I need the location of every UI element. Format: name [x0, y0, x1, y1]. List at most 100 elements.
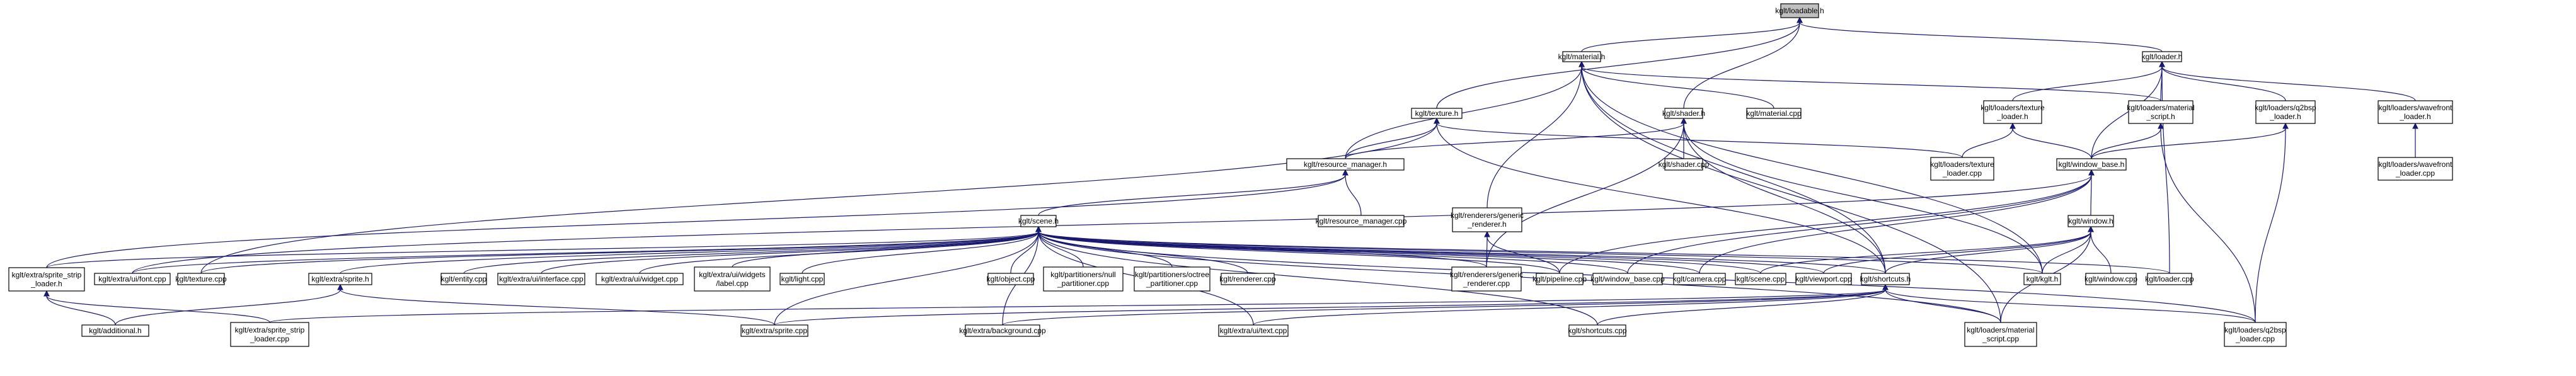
node-generic-renderer-h[interactable]: kglt/renderers/generic_renderer.h: [1451, 207, 1524, 232]
edge-resource_manager_h-to-sprite_strip_loader_h: [46, 169, 1348, 268]
node-box: [230, 322, 309, 347]
node-ui-widgets-label-cpp[interactable]: kglt/extra/ui/widgets/label.cpp: [694, 266, 771, 292]
node-box: [8, 267, 85, 292]
node-camera-cpp[interactable]: kglt/camera.cpp: [1673, 273, 1727, 285]
node-scene-h[interactable]: kglt/scene.h: [1018, 215, 1059, 227]
edge-sprite_strip_loader_h-to-additional_h: [43, 290, 116, 326]
node-viewport-cpp[interactable]: kglt/viewport.cpp: [1795, 273, 1852, 285]
node-label: kglt/pipeline.cpp: [1532, 275, 1587, 283]
node-texture-loader-cpp[interactable]: kglt/loaders/texture_loader.cpp: [1930, 157, 1994, 181]
node-q2bsp-loader-h[interactable]: kglt/loaders/q2bsp_loader.h: [2255, 100, 2316, 124]
node-entity-cpp[interactable]: kglt/entity.cpp: [440, 273, 487, 285]
node-additional-h[interactable]: kglt/additional.h: [81, 324, 149, 337]
edge-loadable_h-to-loader_h: [1797, 16, 2163, 52]
node-box: [987, 273, 1034, 285]
edge-resource_manager_h-to-resource_manager_cpp: [1342, 169, 1362, 216]
node-texture-cpp[interactable]: kglt/texture.cpp: [175, 273, 227, 285]
node-label: _loader.cpp: [1942, 169, 1982, 178]
node-window-cpp[interactable]: kglt/window.cpp: [2084, 273, 2137, 285]
node-box: [1221, 273, 1275, 285]
node-sprite-cpp[interactable]: kglt/extra/sprite.cpp: [740, 324, 808, 337]
node-shader-cpp[interactable]: kglt/shader.cpp: [1659, 158, 1710, 171]
node-ui-font-cpp[interactable]: kglt/extra/ui/font.cpp: [94, 273, 171, 285]
node-texture-loader-h[interactable]: kglt/loaders/texture_loader.h: [1981, 100, 2045, 124]
edge-q2bsp_loader_h-to-q2bsp_loader_cpp: [2255, 122, 2289, 323]
node-label: kglt/material.h: [1558, 52, 1606, 61]
node-octree-partitioner-cpp[interactable]: kglt/partitioners/octree_partitioner.cpp: [1134, 266, 1210, 292]
node-box: [2085, 273, 2137, 285]
node-label: kglt/resource_manager.h: [1304, 160, 1387, 169]
node-box: [1568, 324, 1626, 337]
node-box: [1964, 322, 2037, 347]
node-box: [1536, 273, 1584, 285]
node-shader-h[interactable]: kglt/shader.h: [1662, 108, 1705, 119]
node-object-cpp[interactable]: kglt/object.cpp: [987, 273, 1035, 285]
node-box: [1134, 266, 1210, 292]
node-wavefront-loader-cpp[interactable]: kglt/loaders/wavefront_loader.cpp: [2378, 157, 2453, 181]
edge-shortcuts_h-to-shortcuts_cpp: [1597, 283, 1889, 326]
edge-material_h-to-material_script_h: [1578, 60, 2161, 101]
node-generic-renderer-cpp[interactable]: kglt/renderers/generic_renderer.cpp: [1450, 266, 1523, 292]
node-window-base-h[interactable]: kglt/window_base.h: [2056, 158, 2127, 171]
node-material-h[interactable]: kglt/material.h: [1558, 51, 1606, 62]
node-sprite-h[interactable]: kglt/extra/sprite.h: [308, 273, 372, 285]
node-label: kglt/window_base.cpp: [1590, 275, 1665, 283]
node-box: [177, 273, 225, 285]
node-q2bsp-loader-cpp[interactable]: kglt/loaders/q2bsp_loader.cpp: [2224, 322, 2287, 347]
edge-window_base_h-to-pipeline_cpp: [1559, 169, 2095, 274]
node-box: [1411, 108, 1463, 119]
node-wavefront-loader-h[interactable]: kglt/loaders/wavefront_loader.h: [2378, 100, 2453, 124]
edge-window_base_h-to-ui_font_cpp: [132, 169, 2095, 274]
node-label: _renderer.h: [1467, 220, 1506, 229]
edge-texture_h-to-texture_loader_cpp: [1434, 117, 1963, 158]
node-label: _loader.h: [2399, 112, 2430, 121]
node-window-base-cpp[interactable]: kglt/window_base.cpp: [1590, 273, 1665, 285]
node-label: kglt/window_base.h: [2059, 160, 2125, 169]
node-box: [1318, 215, 1405, 227]
node-sprite-strip-loader-h[interactable]: kglt/extra/sprite_strip_loader.h: [8, 267, 85, 292]
node-label: _partitioner.cpp: [1057, 279, 1109, 288]
node-ui-text-cpp[interactable]: kglt/extra/ui/text.cpp: [1218, 324, 1289, 337]
node-kglt-h[interactable]: kglt/kglt.h: [2023, 273, 2061, 285]
node-loader-cpp[interactable]: kglt/loader.cpp: [2145, 273, 2194, 285]
node-loader-h[interactable]: kglt/loader.h: [2142, 51, 2183, 62]
edge-scene_h-to-octree_partitioner_cpp: [1035, 225, 1173, 268]
node-material-script-h[interactable]: kglt/loaders/material_script.h: [2127, 100, 2195, 124]
edge-shortcuts_h-to-sprite_cpp: [774, 283, 1889, 326]
node-sprite-strip-loader-cpp[interactable]: kglt/extra/sprite_strip_loader.cpp: [230, 322, 309, 347]
node-box: [694, 266, 771, 292]
node-background-cpp[interactable]: kglt/extra/background.cpp: [959, 324, 1046, 337]
edge-sprite_strip_loader_h-to-sprite_strip_loader_cpp: [43, 290, 270, 323]
node-label: kglt/extra/sprite.cpp: [742, 326, 807, 335]
node-label: kglt/loaders/material: [1967, 326, 2034, 334]
node-box: [1795, 273, 1852, 285]
node-label: kglt/additional.h: [89, 326, 141, 335]
node-texture-h[interactable]: kglt/texture.h: [1411, 108, 1463, 119]
node-box: [497, 273, 585, 285]
node-label: _script.h: [2146, 112, 2175, 121]
edge-loader_h-to-wavefront_loader_h: [2159, 60, 2416, 101]
node-label: kglt/loader.cpp: [2145, 275, 2194, 283]
node-material-script-cpp[interactable]: kglt/loaders/material_script.cpp: [1964, 322, 2037, 347]
node-shortcuts-h[interactable]: kglt/shortcuts.h: [1860, 273, 1911, 285]
node-box: [94, 273, 171, 285]
edge-scene_h-to-ui_font_cpp: [132, 225, 1042, 274]
node-window-h[interactable]: kglt/window.h: [2067, 215, 2114, 227]
node-label: kglt/loaders/q2bsp: [2255, 103, 2316, 112]
node-null-partitioner-cpp[interactable]: kglt/partitioners/null_partitioner.cpp: [1043, 266, 1124, 292]
node-scene-cpp[interactable]: kglt/scene.cpp: [1735, 273, 1786, 285]
node-resource-manager-h[interactable]: kglt/resource_manager.h: [1286, 158, 1405, 171]
node-renderer-cpp[interactable]: kglt/renderer.cpp: [1219, 273, 1276, 285]
node-shortcuts-cpp[interactable]: kglt/shortcuts.cpp: [1568, 324, 1627, 337]
edge-texture_loader_h-to-window_base_h: [2010, 122, 2092, 159]
node-pipeline-cpp[interactable]: kglt/pipeline.cpp: [1532, 273, 1587, 285]
node-label: kglt/light.cpp: [781, 275, 824, 283]
node-ui-interface-cpp[interactable]: kglt/extra/ui/interface.cpp: [497, 273, 585, 285]
edge-scene_h-to-light_cpp: [802, 225, 1042, 274]
node-ui-widget-cpp[interactable]: kglt/extra/ui/widget.cpp: [595, 273, 684, 285]
node-material-cpp[interactable]: kglt/material.cpp: [1746, 108, 1802, 119]
node-light-cpp[interactable]: kglt/light.cpp: [779, 273, 825, 285]
node-resource-manager-cpp[interactable]: kglt/resource_manager.cpp: [1316, 215, 1407, 227]
node-label: /label.cpp: [716, 279, 749, 288]
